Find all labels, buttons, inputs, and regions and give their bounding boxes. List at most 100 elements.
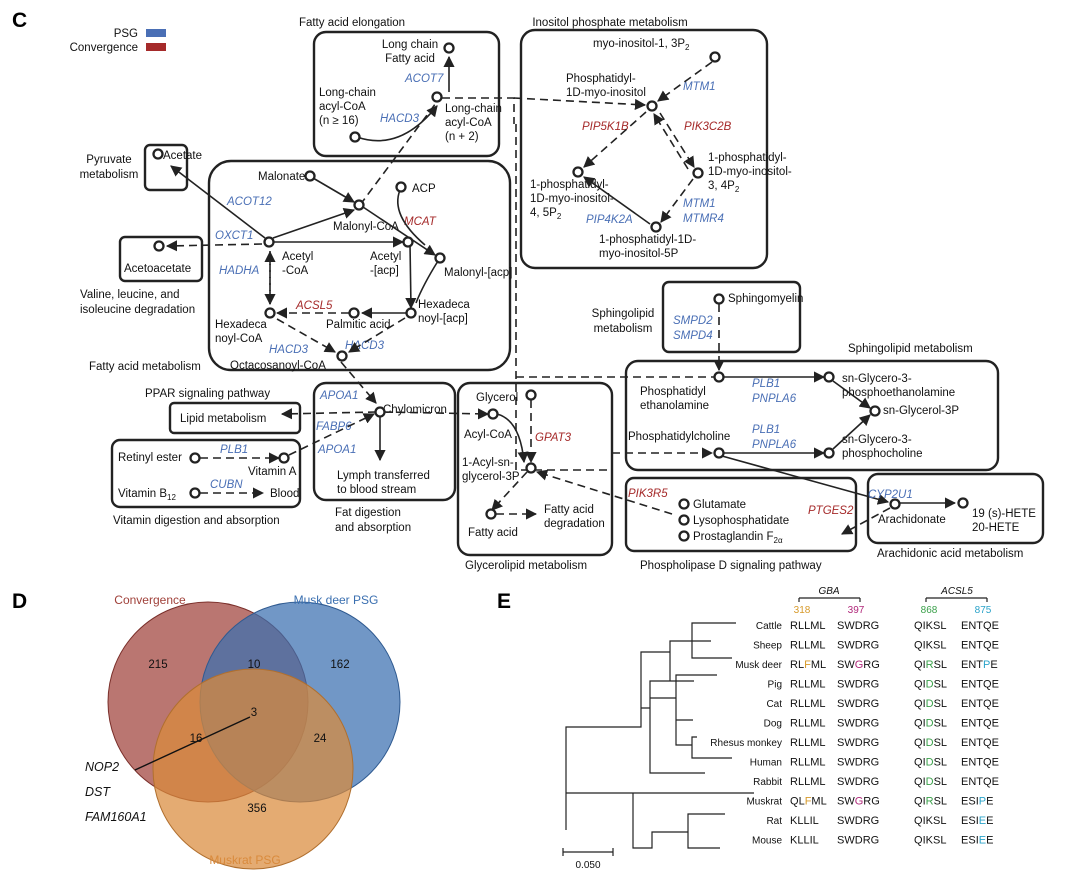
node-long-chain-acyl-coa-2 — [431, 91, 443, 103]
label-phosphatidyl-myo-inositol: Phosphatidyl-1D-myo-inositol — [566, 73, 646, 99]
label-fatty-acid: Fatty acid — [468, 527, 518, 539]
arrow-inositol-pik3c2b-back — [653, 113, 689, 170]
box-vitamin — [110, 438, 302, 509]
arc-acp-mcat — [396, 189, 426, 246]
node-octacosanoyl-coa — [336, 350, 348, 362]
gene-hadha: HADHA — [219, 265, 260, 277]
gene-smpd2: SMPD2 — [673, 315, 713, 327]
label-pi-3-4p2: 1-phosphatidyl-1D-myo-inositol-3, 4P2 — [708, 152, 792, 194]
gene-pnpla6-a: PNPLA6 — [752, 393, 797, 405]
venn-label-convergence: Convergence — [114, 593, 186, 607]
arrow-gpc-to-g3p — [832, 414, 871, 450]
label-glutamate: Glutamate — [693, 499, 746, 511]
sequence-gba2: SWDRG — [837, 835, 879, 847]
venn-label-muskrat: Muskrat PSG — [209, 853, 280, 867]
connector-elong-to-inositol-b — [513, 97, 647, 111]
node-long-chain-fatty-acid — [443, 42, 455, 54]
box-valine — [118, 235, 204, 283]
sequence-acsl1: QIDSL — [914, 757, 947, 769]
node-palmitic-acid — [348, 307, 360, 319]
node-sn-gpc — [823, 447, 835, 459]
sequence-gba2: SWDRG — [837, 718, 879, 730]
sequence-gba1: RLLML — [790, 718, 826, 730]
label-pi-5p: 1-phosphatidyl-1D-myo-inositol-5P — [599, 234, 696, 260]
gene-acsl5: ACSL5 — [295, 300, 333, 312]
sequence-acsl2: ENTQE — [961, 679, 999, 691]
label-acetyl-acp: Acetyl-[acp] — [370, 251, 401, 277]
venn-count-rat-only: 356 — [247, 803, 266, 815]
label-malonyl-coa: Malonyl-CoA — [333, 221, 399, 233]
arrow-acetyl-acp-down — [405, 243, 417, 310]
gene-mtm1-bottom: MTM1 — [683, 198, 716, 210]
sequence-acsl1: QIKSL — [914, 640, 946, 652]
arrow-chylomicron-to-acyl-coa — [383, 408, 490, 420]
label-malonyl-acp: Malonyl-[acp] — [444, 267, 512, 279]
venn-pointer-line — [134, 716, 251, 771]
node-acetate — [152, 148, 164, 160]
arrow-to-acetate — [170, 165, 266, 239]
venn-gene-3: FAM160A1 — [85, 810, 147, 824]
venn-gene-2: DST — [85, 785, 111, 799]
arrow-inositol-pip5k1b — [583, 111, 647, 168]
label-arachidonate: Arachidonate — [878, 514, 946, 526]
alignment-gene2: ACSL5 — [940, 586, 973, 597]
gene-apoa1-b: APOA1 — [317, 444, 356, 456]
label-vitamin-a: Vitamin A — [248, 466, 297, 478]
node-hete — [957, 497, 969, 509]
node-acyl-sn-g3p — [525, 462, 537, 474]
arrow-elong-hacd3 — [356, 105, 438, 142]
label-malonate: Malonate — [258, 171, 305, 183]
sequence-acsl2: ESIPE — [961, 796, 993, 808]
node-chylomicron — [374, 406, 386, 418]
title-fatty-acid-elongation: Fatty acid elongation — [299, 17, 405, 29]
gene-hacd3-elong: HACD3 — [380, 113, 420, 125]
title-ppar: PPAR signaling pathway — [145, 388, 270, 400]
arrow-malonate — [312, 177, 355, 203]
sequence-acsl2: ENTQE — [961, 737, 999, 749]
label-palmitic-acid: Palmitic acid — [326, 319, 391, 331]
gene-pip5k1b: PIP5K1B — [582, 121, 629, 133]
gene-pnpla6-b: PNPLA6 — [752, 439, 797, 451]
sequence-gba2: SWDRG — [837, 776, 879, 788]
sequence-acsl1: QIDSL — [914, 776, 947, 788]
pos-868: 868 — [921, 605, 938, 616]
sequence-acsl2: ESIEE — [961, 815, 993, 827]
gene-cyp2u1: CYP2U1 — [868, 489, 913, 501]
title-glycerolipid: Glycerolipid metabolism — [465, 560, 587, 572]
label-phosphatidylcholine: Phosphatidylcholine — [628, 431, 730, 443]
sequence-gba1: QLFML — [790, 796, 827, 808]
sequence-gba2: SWGRG — [837, 659, 880, 671]
label-acetate: Acetate — [163, 150, 202, 162]
arc-malonyl-acp — [415, 260, 439, 304]
sequence-acsl2: ENTQE — [961, 640, 999, 652]
arrow-inositol-mtm1-mtmr4 — [660, 178, 694, 223]
node-malonyl-coa — [353, 199, 365, 211]
sequence-acsl1: QIDSL — [914, 698, 947, 710]
label-lysophosphatidate: Lysophosphatidate — [693, 515, 789, 527]
sequence-gba1: RLLML — [790, 698, 826, 710]
box-glycerolipid — [456, 381, 614, 557]
arrow-ptges2 — [841, 507, 891, 535]
venn-label-musk-deer: Musk deer PSG — [294, 593, 379, 607]
node-long-chain-acyl-coa-16 — [349, 131, 361, 143]
gene-mcat: MCAT — [404, 216, 437, 228]
venn-count-conv-rat: 16 — [190, 733, 203, 745]
node-sphingomyelin — [713, 293, 725, 305]
sequence-gba2: SWDRG — [837, 737, 879, 749]
gene2-bracket — [925, 597, 988, 602]
sequence-gba1: RLLML — [790, 679, 826, 691]
species-label: Rabbit — [753, 777, 782, 788]
pos-318: 318 — [794, 605, 811, 616]
legend-convergence-label: Convergence — [70, 42, 138, 54]
sequence-acsl2: ENTQE — [961, 620, 999, 632]
species-label: Pig — [768, 680, 782, 691]
node-sn-gpe — [823, 371, 835, 383]
sequence-gba2: SWDRG — [837, 620, 879, 632]
